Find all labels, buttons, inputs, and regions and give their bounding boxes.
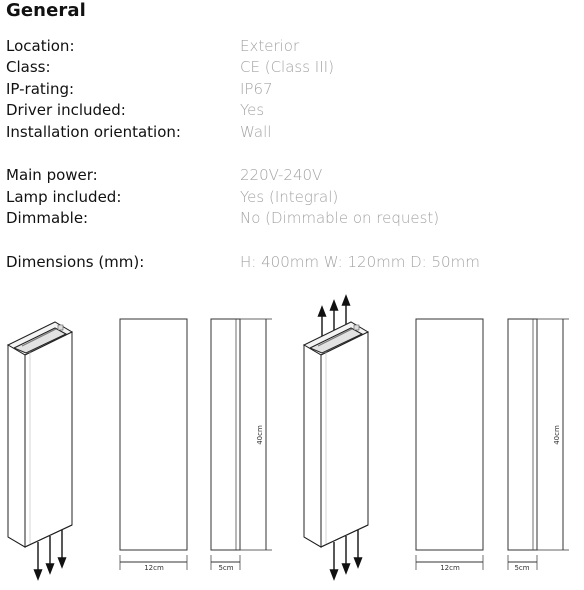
- spec-value-lamp: Yes (Integral): [240, 188, 339, 206]
- spec-label-ip-rating: IP-rating:: [6, 80, 75, 98]
- downlight-iso-drawing: [6, 321, 74, 548]
- spec-value-driver: Yes: [240, 101, 265, 119]
- height-label-right: 40cm: [553, 425, 561, 445]
- width-label-left: 12cm: [144, 564, 164, 572]
- spec-label-main-power: Main power:: [6, 166, 98, 184]
- spec-value-dimensions: H: 400mm W: 120mm D: 50mm: [240, 253, 480, 271]
- spec-label-orientation: Installation orientation:: [6, 123, 181, 141]
- spec-value-location: Exterior: [240, 37, 300, 55]
- width-label-right: 12cm: [440, 564, 460, 572]
- spec-label-dimensions: Dimensions (mm):: [6, 253, 145, 271]
- section-title: General: [6, 0, 86, 21]
- spec-value-class: CE (Class III): [240, 58, 334, 76]
- side-view-left: [210, 318, 272, 570]
- technical-drawings: 12cm 5cm 40cm: [6, 294, 569, 581]
- spec-label-driver: Driver included:: [6, 101, 126, 119]
- front-view-left: [119, 318, 188, 570]
- spec-label-class: Class:: [6, 58, 51, 76]
- spec-label-lamp: Lamp included:: [6, 188, 122, 206]
- spec-value-ip-rating: IP67: [240, 80, 273, 98]
- spec-label-dimmable: Dimmable:: [6, 209, 89, 227]
- updown-arrows-bottom: [329, 530, 363, 581]
- spec-value-main-power: 220V-240V: [240, 166, 323, 184]
- spec-value-dimmable: No (Dimmable on request): [240, 209, 440, 227]
- spec-value-orientation: Wall: [240, 123, 272, 141]
- side-view-right: [507, 318, 569, 570]
- height-label-left: 40cm: [256, 425, 264, 445]
- depth-label-left: 5cm: [218, 564, 233, 572]
- front-view-right: [415, 318, 484, 570]
- updown-iso-drawing: [302, 321, 370, 548]
- spec-label-location: Location:: [6, 37, 75, 55]
- downlight-arrows: [33, 530, 67, 581]
- depth-label-right: 5cm: [514, 564, 529, 572]
